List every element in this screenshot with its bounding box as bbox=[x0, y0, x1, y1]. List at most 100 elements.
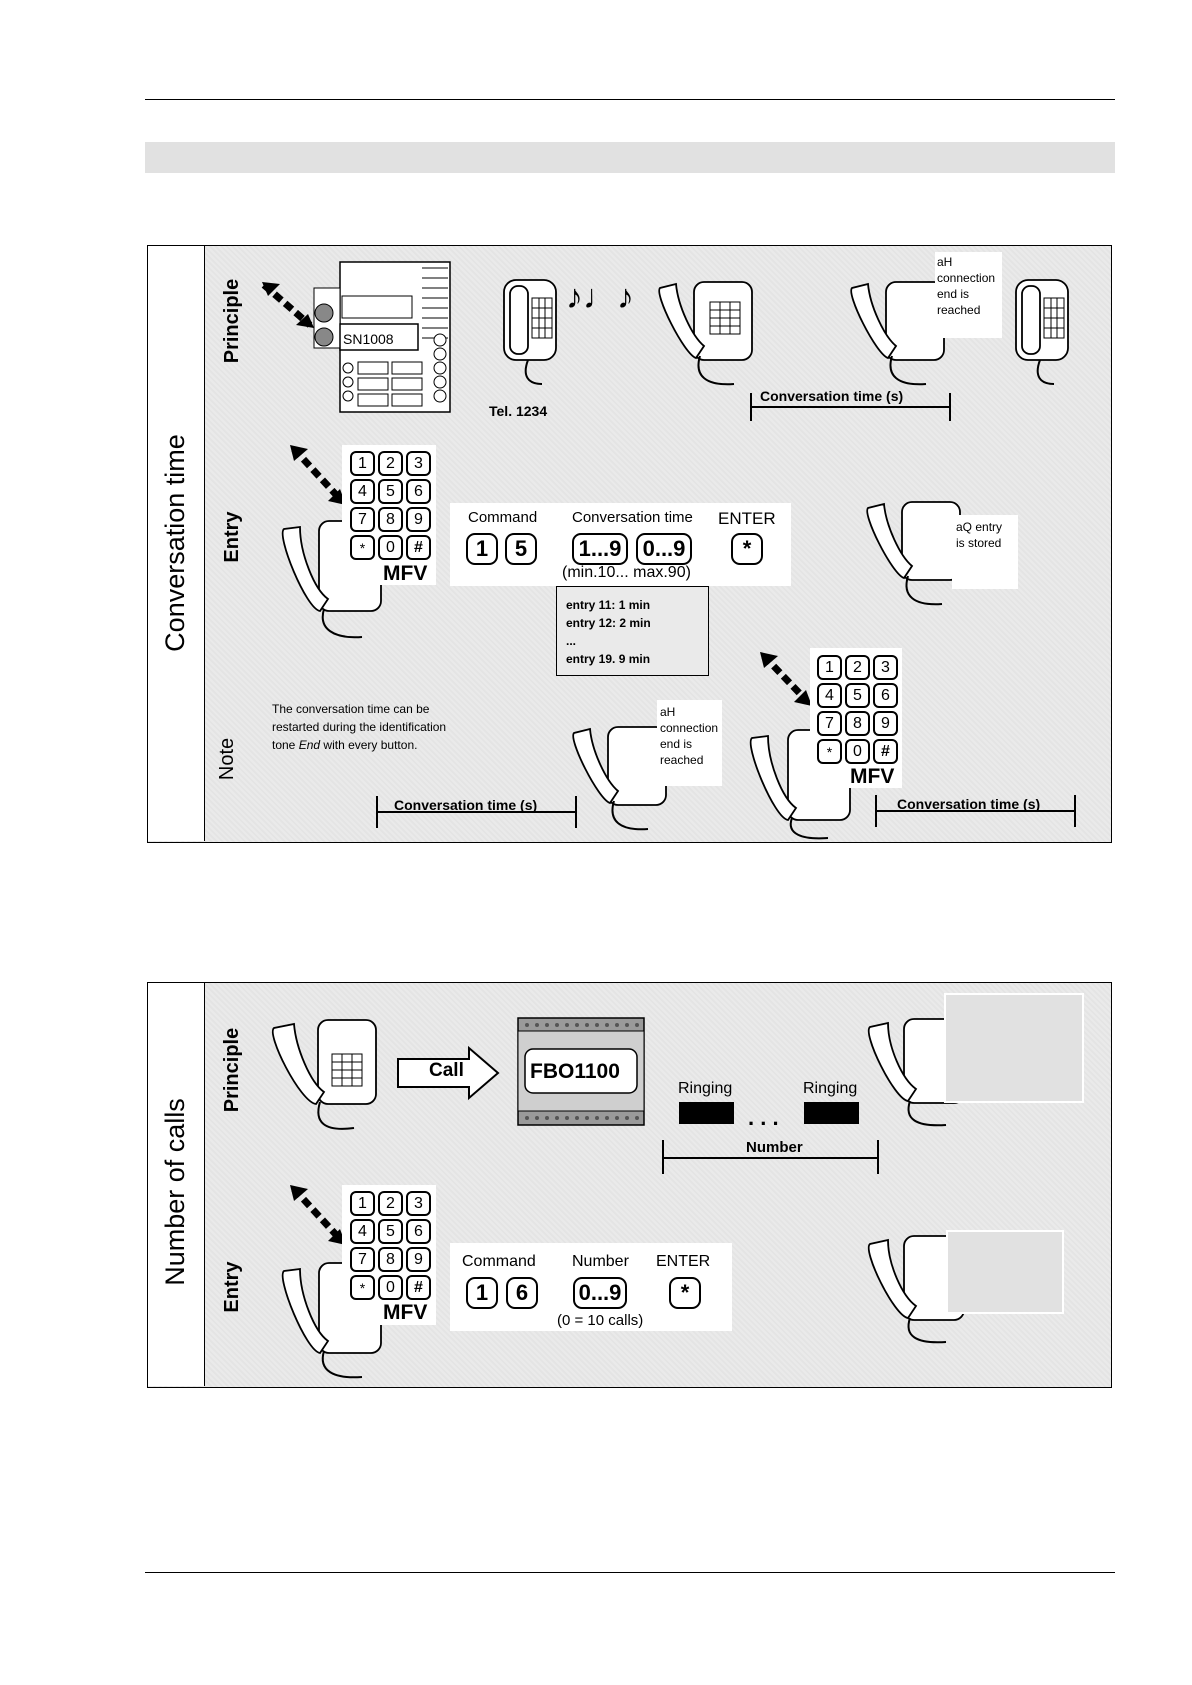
key2-hash[interactable]: # bbox=[873, 739, 898, 764]
command-key-1-b[interactable]: 1 bbox=[466, 1277, 498, 1309]
key2-2[interactable]: 2 bbox=[845, 655, 870, 680]
caller-phone-icon bbox=[271, 1019, 377, 1130]
example-ellipsis: ... bbox=[566, 634, 577, 648]
number-key-range[interactable]: 0...9 bbox=[573, 1277, 627, 1309]
number-bracket bbox=[662, 1140, 879, 1174]
enter-key-2[interactable]: * bbox=[669, 1277, 701, 1309]
ringing-label-1: Ringing bbox=[678, 1080, 733, 1097]
key-7[interactable]: 7 bbox=[350, 507, 375, 532]
row2-label-entry: Entry bbox=[221, 1261, 243, 1313]
key3-2[interactable]: 2 bbox=[378, 1191, 403, 1216]
key2-5[interactable]: 5 bbox=[845, 683, 870, 708]
phone-handset-icon-3 bbox=[866, 501, 961, 606]
call-arrow-icon bbox=[397, 1045, 500, 1101]
key-5[interactable]: 5 bbox=[378, 479, 403, 504]
row-label-principle: Principle bbox=[221, 278, 243, 364]
enter-key-1[interactable]: * bbox=[731, 533, 763, 565]
conversation-time-bracket-1 bbox=[750, 393, 951, 421]
example-entry-19: entry 19. 9 min bbox=[566, 652, 651, 666]
key2-6[interactable]: 6 bbox=[873, 683, 898, 708]
key-1[interactable]: 1 bbox=[350, 451, 375, 476]
ringing-block-2 bbox=[804, 1102, 859, 1124]
key3-4[interactable]: 4 bbox=[350, 1219, 375, 1244]
top-rule bbox=[145, 99, 1115, 100]
command-key-1[interactable]: 1 bbox=[466, 533, 498, 565]
enter-label-1: ENTER bbox=[718, 509, 776, 528]
key2-3[interactable]: 3 bbox=[873, 655, 898, 680]
key-hash[interactable]: # bbox=[406, 535, 431, 560]
key2-star[interactable]: * bbox=[817, 739, 842, 764]
section2-title: Number of calls bbox=[160, 1098, 190, 1286]
conversation-time-sidebar bbox=[148, 246, 205, 841]
example-entry-11: entry 11: 1 min bbox=[566, 598, 651, 612]
note-text-3b: End bbox=[298, 738, 321, 752]
device-label-sn1008: SN1008 bbox=[343, 331, 394, 347]
phone-handset-icon-2 bbox=[850, 281, 945, 386]
command-key-5[interactable]: 5 bbox=[505, 533, 537, 565]
ringing-block-1 bbox=[679, 1102, 734, 1124]
bottom-rule bbox=[145, 1572, 1115, 1573]
key2-0[interactable]: 0 bbox=[845, 739, 870, 764]
key3-6[interactable]: 6 bbox=[406, 1219, 431, 1244]
key-0[interactable]: 0 bbox=[378, 535, 403, 560]
section-title: Conversation time bbox=[160, 434, 190, 652]
note-text-line2: restarted during the identification bbox=[272, 720, 447, 734]
desk-phone-icon bbox=[503, 279, 557, 385]
command-label-2: Command bbox=[462, 1253, 536, 1270]
device-label-fbo1100: FBO1100 bbox=[530, 1060, 620, 1083]
key3-9[interactable]: 9 bbox=[406, 1247, 431, 1272]
key2-1[interactable]: 1 bbox=[817, 655, 842, 680]
key3-3[interactable]: 3 bbox=[406, 1191, 431, 1216]
key3-1[interactable]: 1 bbox=[350, 1191, 375, 1216]
ringing-label-2: Ringing bbox=[803, 1080, 858, 1097]
row2-label-principle: Principle bbox=[221, 1027, 243, 1113]
number-of-calls-sidebar bbox=[148, 983, 205, 1386]
key2-4[interactable]: 4 bbox=[817, 683, 842, 708]
call-label: Call bbox=[429, 1060, 464, 1081]
key3-5[interactable]: 5 bbox=[378, 1219, 403, 1244]
phone-handset-icon-1 bbox=[658, 281, 753, 386]
note-connection-end-1: aH connection end is reached bbox=[935, 252, 1002, 338]
note-text-3c: with every button. bbox=[320, 738, 418, 752]
conversation-time-bracket-3 bbox=[875, 795, 1076, 827]
key3-hash[interactable]: # bbox=[406, 1275, 431, 1300]
key2-8[interactable]: 8 bbox=[845, 711, 870, 736]
conversation-time-label-3: Conversation time (s) bbox=[897, 796, 1041, 812]
examples-box bbox=[556, 586, 709, 676]
key3-star[interactable]: * bbox=[350, 1275, 375, 1300]
key-4[interactable]: 4 bbox=[350, 479, 375, 504]
enter-label-2: ENTER bbox=[656, 1253, 711, 1270]
key-star[interactable]: * bbox=[350, 535, 375, 560]
key-2[interactable]: 2 bbox=[378, 451, 403, 476]
key-6[interactable]: 6 bbox=[406, 479, 431, 504]
command-key-6[interactable]: 6 bbox=[506, 1277, 538, 1309]
key2-7[interactable]: 7 bbox=[817, 711, 842, 736]
phone-handset-icon-4 bbox=[572, 726, 667, 831]
keypad-label-mfv-1: MFV bbox=[383, 562, 428, 585]
conv-key-tens[interactable]: 1...9 bbox=[572, 533, 628, 565]
blank-note-box-2 bbox=[946, 1230, 1064, 1314]
key-9[interactable]: 9 bbox=[406, 507, 431, 532]
key3-0[interactable]: 0 bbox=[378, 1275, 403, 1300]
fbo1100-device-icon bbox=[517, 1017, 645, 1126]
command-label-1: Command bbox=[468, 509, 538, 526]
key3-8[interactable]: 8 bbox=[378, 1247, 403, 1272]
conv-key-units[interactable]: 0...9 bbox=[636, 533, 692, 565]
keypad-label-mfv-2: MFV bbox=[850, 765, 895, 788]
number-note: (0 = 10 calls) bbox=[557, 1312, 644, 1329]
ringing-dots: . . . bbox=[748, 1105, 779, 1130]
desk-phone-icon-2 bbox=[1015, 279, 1069, 385]
key-3[interactable]: 3 bbox=[406, 451, 431, 476]
key2-9[interactable]: 9 bbox=[873, 711, 898, 736]
note-text-line3: tone End with every button. bbox=[272, 738, 417, 752]
conversation-time-label-1: Conversation time (s) bbox=[760, 388, 904, 404]
note-text-line1: The conversation time can be bbox=[272, 702, 430, 716]
number-label: Number bbox=[746, 1139, 803, 1156]
conversation-time-label-2: Conversation time (s) bbox=[394, 797, 538, 813]
example-entry-12: entry 12: 2 min bbox=[566, 616, 651, 630]
key3-7[interactable]: 7 bbox=[350, 1247, 375, 1272]
key-8[interactable]: 8 bbox=[378, 507, 403, 532]
music-notes-icon: ♪♩♪ bbox=[566, 278, 634, 316]
note-text-3a: tone bbox=[272, 738, 299, 752]
note-entry-stored: aQ entry is stored bbox=[952, 515, 1018, 589]
